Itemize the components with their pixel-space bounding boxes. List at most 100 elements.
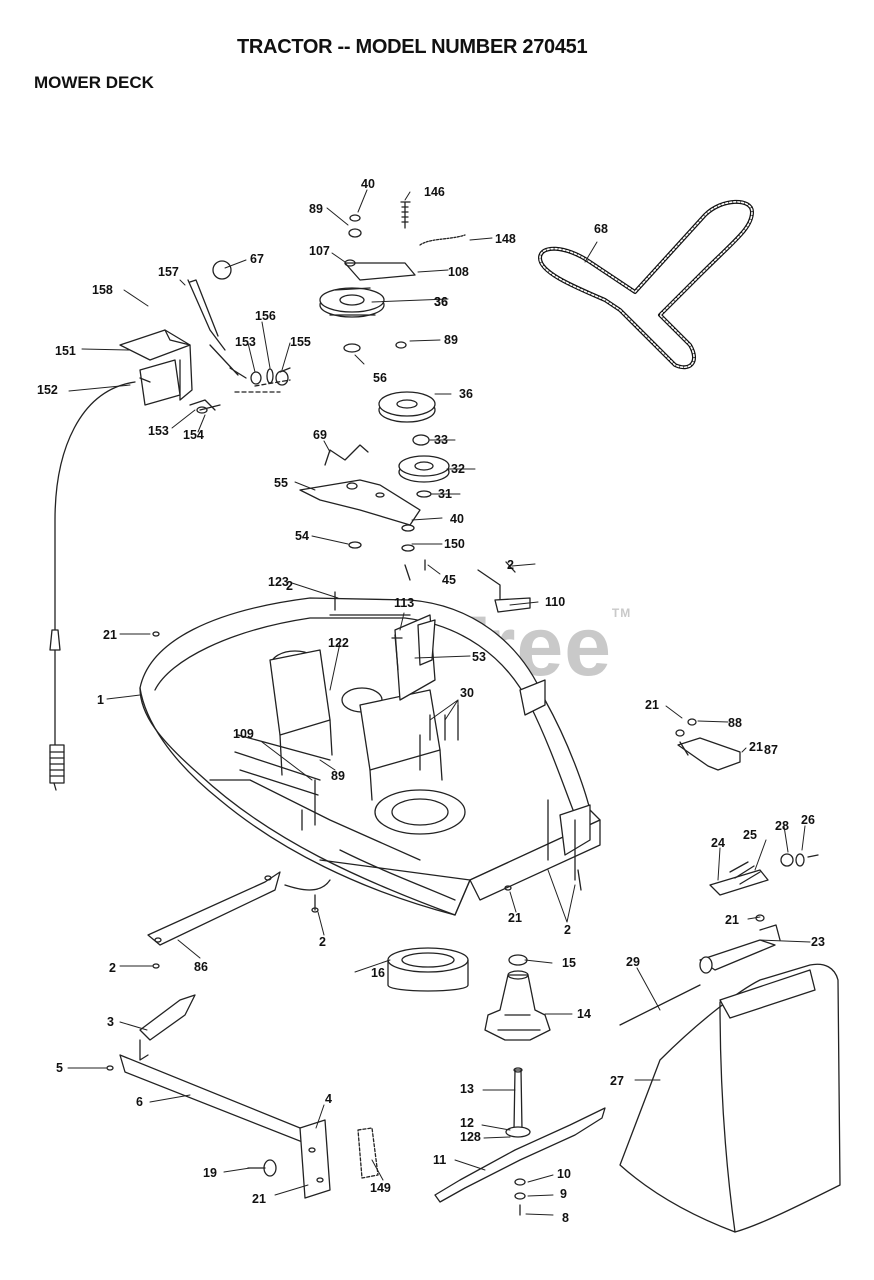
deck-bolts <box>419 704 459 771</box>
part-label-2: 2 <box>507 558 514 572</box>
part-label-107: 107 <box>309 244 330 258</box>
part-label-153: 153 <box>148 424 169 438</box>
part-label-28: 28 <box>775 819 789 833</box>
part-label-88: 88 <box>728 716 742 730</box>
part-label-21: 21 <box>645 698 659 712</box>
lift-cable <box>49 377 151 791</box>
rear-bracket <box>675 718 741 771</box>
part-label-89: 89 <box>309 202 323 216</box>
part-label-5: 5 <box>56 1061 63 1075</box>
part-label-21: 21 <box>103 628 117 642</box>
part-label-21: 21 <box>508 911 522 925</box>
part-label-23: 23 <box>811 935 825 949</box>
part-label-26: 26 <box>801 813 815 827</box>
part-label-150: 150 <box>444 537 465 551</box>
part-label-149: 149 <box>370 1181 391 1195</box>
part-label-21: 21 <box>252 1192 266 1206</box>
part-label-24: 24 <box>711 836 725 850</box>
part-label-25: 25 <box>743 828 757 842</box>
height-adjust-linkage <box>119 260 291 414</box>
part-label-9: 9 <box>560 1187 567 1201</box>
part-label-21: 21 <box>749 740 763 754</box>
part-label-113: 113 <box>394 596 414 610</box>
part-label-32: 32 <box>451 462 465 476</box>
part-label-67: 67 <box>250 252 264 266</box>
watermark-tm: TM <box>611 606 632 620</box>
part-label-12: 12 <box>460 1116 474 1130</box>
bearing-ring <box>387 947 469 992</box>
idler-pulley-stack <box>319 201 466 498</box>
part-label-55: 55 <box>274 476 288 490</box>
part-label-110: 110 <box>545 595 565 609</box>
part-label-14: 14 <box>577 1007 591 1021</box>
part-label-86: 86 <box>194 960 208 974</box>
part-label-122: 122 <box>328 636 349 650</box>
part-label-128: 128 <box>460 1130 481 1144</box>
leader-lines <box>67 189 811 1216</box>
part-label-27: 27 <box>610 1074 624 1088</box>
part-label-15: 15 <box>562 956 576 970</box>
part-label-148: 148 <box>495 232 516 246</box>
section-title: MOWER DECK <box>34 73 154 92</box>
part-label-2: 2 <box>319 935 326 949</box>
part-label-109: 109 <box>233 727 254 741</box>
part-label-56: 56 <box>373 371 387 385</box>
spring-assembly <box>709 853 819 896</box>
part-label-36-upper: 36 <box>434 295 448 309</box>
part-label-89: 89 <box>331 769 345 783</box>
part-label-31: 31 <box>438 487 452 501</box>
part-label-156: 156 <box>255 309 276 323</box>
part-label-53: 53 <box>472 650 486 664</box>
part-label-40: 40 <box>361 177 375 191</box>
part-label-154: 154 <box>183 428 204 442</box>
part-label-146: 146 <box>424 185 445 199</box>
part-label-108: 108 <box>448 265 469 279</box>
belt-guide-bracket <box>477 561 531 613</box>
part-label-8: 8 <box>562 1211 569 1225</box>
part-label-69: 69 <box>313 428 327 442</box>
part-label-4: 4 <box>325 1092 332 1106</box>
misc-hardware <box>106 631 512 1071</box>
part-label-6: 6 <box>136 1095 143 1109</box>
part-label-40: 40 <box>450 512 464 526</box>
front-link-bar <box>147 871 281 946</box>
part-label-2: 2 <box>286 579 293 593</box>
deck-bracket <box>329 591 436 671</box>
idler-bracket <box>299 444 426 581</box>
part-label-2: 2 <box>109 961 116 975</box>
part-label-19: 19 <box>203 1166 217 1180</box>
drive-belt <box>538 199 754 370</box>
discharge-chute <box>619 963 841 1233</box>
part-label-152: 152 <box>37 383 58 397</box>
part-labels: 1222223456891011121314151619212121212121… <box>37 177 825 1225</box>
part-label-29: 29 <box>626 955 640 969</box>
part-label-16: 16 <box>371 966 385 980</box>
part-label-36: 36 <box>434 295 448 309</box>
part-label-11: 11 <box>433 1153 446 1167</box>
part-label-151: 151 <box>55 344 76 358</box>
page-title: TRACTOR -- MODEL NUMBER 270451 <box>237 36 588 58</box>
part-label-2: 2 <box>564 923 571 937</box>
part-label-123: 123 <box>268 575 289 589</box>
chute-hinge <box>619 914 781 1026</box>
part-label-13: 13 <box>460 1082 474 1096</box>
part-label-153: 153 <box>235 335 256 349</box>
part-label-158: 158 <box>92 283 113 297</box>
part-label-54: 54 <box>295 529 309 543</box>
part-label-21: 21 <box>725 913 739 927</box>
part-label-155: 155 <box>290 335 311 349</box>
part-label-33: 33 <box>434 433 448 447</box>
part-label-157: 157 <box>158 265 179 279</box>
part-label-89: 89 <box>444 333 458 347</box>
part-label-30: 30 <box>460 686 474 700</box>
blade-spindle-housing <box>484 954 551 1041</box>
part-label-3: 3 <box>107 1015 114 1029</box>
part-label-36: 36 <box>459 387 473 401</box>
part-label-10: 10 <box>557 1167 571 1181</box>
lift-arm <box>119 994 379 1199</box>
blade-shaft-assembly <box>434 1067 606 1216</box>
part-label-68: 68 <box>594 222 608 236</box>
part-label-87: 87 <box>764 743 778 757</box>
